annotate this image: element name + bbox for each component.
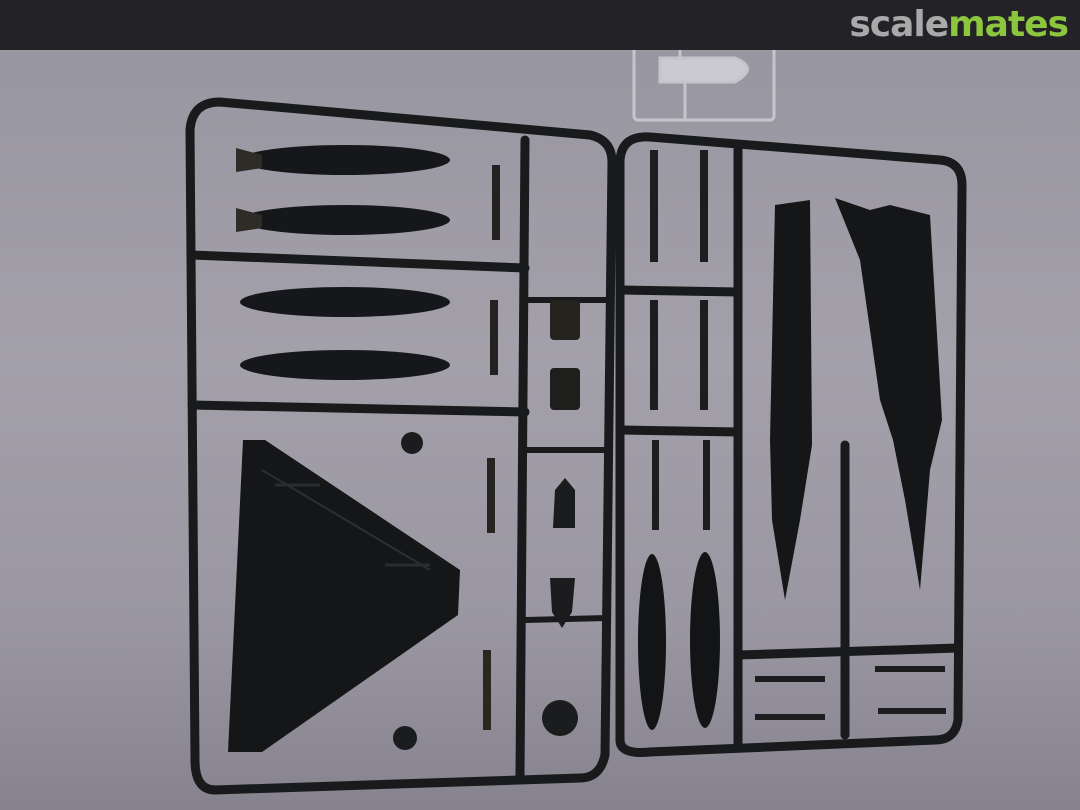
small-parts — [393, 165, 580, 750]
logo-text-mates: mates — [948, 4, 1069, 45]
logo-text-scale: scale — [849, 4, 949, 45]
right-sprue — [615, 132, 967, 757]
fuel-tanks — [638, 552, 720, 730]
watermark-bar: scalemates — [0, 0, 1080, 50]
fuselage-halves — [770, 198, 942, 600]
drop-tanks — [236, 145, 450, 380]
missiles — [650, 150, 946, 720]
scalemates-logo: scalemates — [849, 4, 1069, 46]
delta-wing — [228, 440, 460, 752]
